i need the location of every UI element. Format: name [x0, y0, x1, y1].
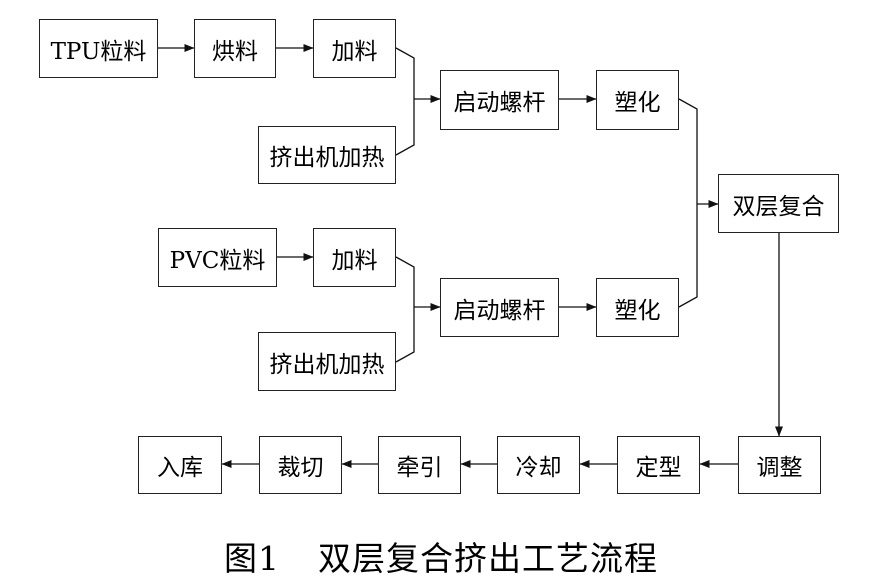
node-double-layer-composite: 双层复合 [718, 174, 839, 233]
node-drying: 烘料 [194, 19, 276, 78]
connector-heating-a [395, 99, 415, 156]
node-pvc-pellets: PVC粒料 [158, 228, 277, 287]
node-extruder-heating-b: 挤出机加热 [258, 332, 396, 391]
node-plasticizing-b: 塑化 [596, 278, 679, 337]
node-cooling: 冷却 [497, 436, 580, 494]
connector-heating-b [395, 307, 415, 363]
node-feeding-b: 加料 [313, 228, 396, 287]
figure-title: 双层复合挤出工艺流程 [318, 539, 658, 578]
connector-plasticizing-a [678, 98, 698, 204]
node-tpu-pellets: TPU粒料 [39, 19, 158, 78]
figure-label: 图1 [224, 539, 280, 578]
node-plasticizing-a: 塑化 [596, 70, 679, 130]
node-cutting: 裁切 [259, 436, 342, 494]
node-extruder-heating-a: 挤出机加热 [258, 126, 396, 184]
node-start-screw-b: 启动螺杆 [440, 278, 559, 337]
node-traction: 牵引 [378, 436, 461, 494]
figure-caption: 图1 双层复合挤出工艺流程 [0, 532, 882, 580]
node-feeding-a: 加料 [313, 19, 396, 78]
connector-plasticizing-b [678, 204, 698, 308]
connector-feeding-b [395, 256, 415, 307]
node-warehousing: 入库 [138, 436, 222, 494]
connector-feeding-a [395, 47, 415, 99]
node-start-screw-a: 启动螺杆 [440, 70, 559, 130]
node-shaping: 定型 [617, 436, 700, 494]
node-adjustment: 调整 [738, 436, 821, 494]
